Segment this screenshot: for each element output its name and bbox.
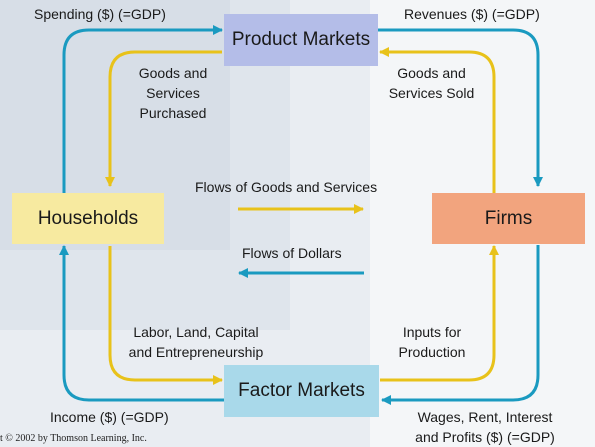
copyright-notice: t © 2002 by Thomson Learning, Inc. <box>0 433 147 444</box>
goods-sold-label: Goods and Services Sold <box>388 65 475 101</box>
spending-label: Spending ($) (=GDP) <box>34 6 166 22</box>
households-box: Households <box>12 193 164 244</box>
wages-rent-label: Wages, Rent, Interest and Profits ($) (=… <box>415 409 555 445</box>
labor-land-label: Labor, Land, Capital and Entrepreneurshi… <box>128 324 264 360</box>
spending-flow-arrow <box>62 25 223 193</box>
income-label: Income ($) (=GDP) <box>50 409 169 425</box>
factor-markets-box: Factor Markets <box>224 365 379 417</box>
goods-sold-flow-arrow <box>379 47 496 193</box>
revenues-label: Revenues ($) (=GDP) <box>404 6 540 22</box>
firms-box: Firms <box>432 193 585 244</box>
flows-goods-label: Flows of Goods and Services <box>195 179 378 195</box>
labor-flow-arrow <box>108 246 223 385</box>
flows-dollars-label: Flows of Dollars <box>242 245 342 261</box>
product-markets-box: Product Markets <box>224 14 378 66</box>
wages-flow-arrow <box>381 245 540 405</box>
inputs-production-label: Inputs for Production <box>398 324 466 360</box>
inputs-flow-arrow <box>380 245 499 382</box>
revenues-flow-arrow <box>378 28 543 187</box>
goods-purchased-label: Goods and Services Purchased <box>138 65 208 121</box>
goods-purchased-flow-arrow <box>105 50 222 187</box>
income-flow-arrow <box>59 245 224 402</box>
